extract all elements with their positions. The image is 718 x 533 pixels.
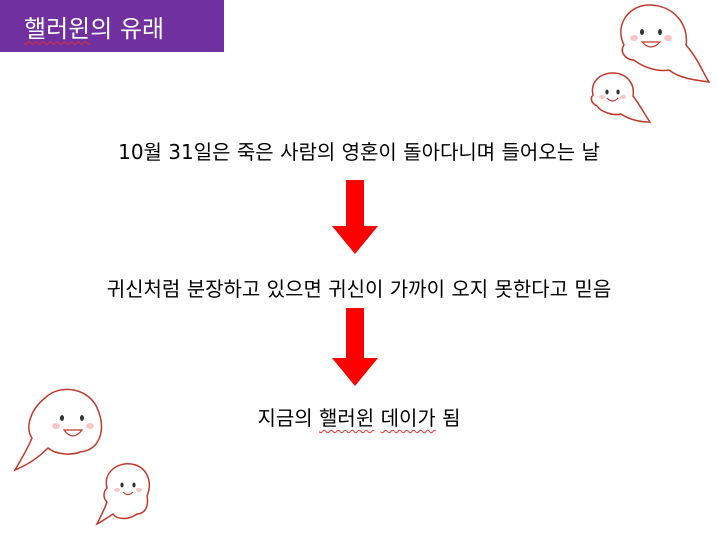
ghost-icon (620, 4, 711, 83)
line3-word-day: 데이가 (380, 406, 436, 430)
origin-statement-3: 지금의 핼러윈 데이가 됨 (0, 402, 718, 431)
title-text: 핼러윈의 유래 (24, 9, 164, 44)
title-word-origin: 의 유래 (90, 14, 165, 43)
title-word-halloween: 핼러윈 (24, 14, 91, 43)
ghost-icon (13, 388, 103, 472)
down-arrow-icon (332, 308, 378, 386)
ghost-icon (590, 72, 652, 123)
line3-text-b: 됨 (435, 406, 461, 430)
title-banner: 핼러윈의 유래 (0, 0, 224, 52)
origin-statement-2: 귀신처럼 분장하고 있으면 귀신이 가까이 오지 못한다고 믿음 (106, 277, 612, 301)
line3-text-a: 지금의 (257, 406, 320, 430)
line3-word-halloween: 핼러윈 (319, 406, 375, 430)
down-arrow-icon (332, 180, 378, 254)
ghost-icon (95, 463, 151, 526)
origin-statement-1: 10월 31일은 죽은 사람의 영혼이 돌아다니며 들어오는 날 (118, 140, 600, 164)
